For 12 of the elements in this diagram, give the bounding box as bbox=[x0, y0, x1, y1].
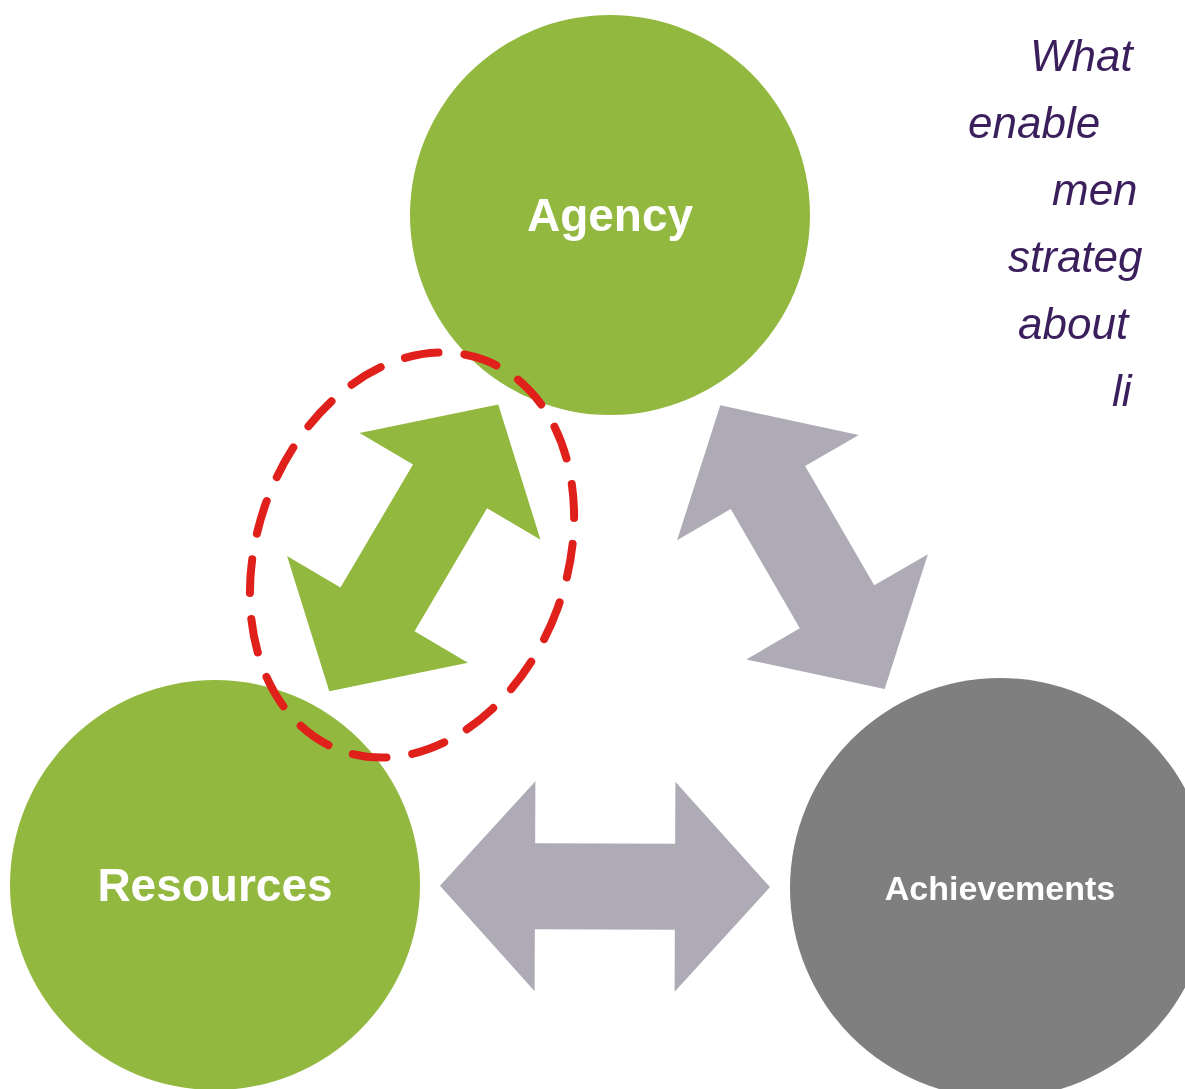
note-text: men bbox=[1052, 164, 1138, 216]
block-arrow bbox=[287, 404, 541, 692]
note-text: li bbox=[1112, 365, 1132, 417]
note-text: What bbox=[1030, 30, 1133, 82]
node-label: Achievements bbox=[884, 867, 1116, 909]
block-arrow bbox=[440, 781, 770, 992]
node-label: Resources bbox=[97, 857, 333, 913]
note-text: enable bbox=[968, 97, 1101, 149]
block-arrow bbox=[677, 405, 928, 689]
node-label: Agency bbox=[526, 187, 694, 243]
note-text: strateg bbox=[1008, 231, 1143, 283]
note-text: about bbox=[1018, 298, 1129, 350]
